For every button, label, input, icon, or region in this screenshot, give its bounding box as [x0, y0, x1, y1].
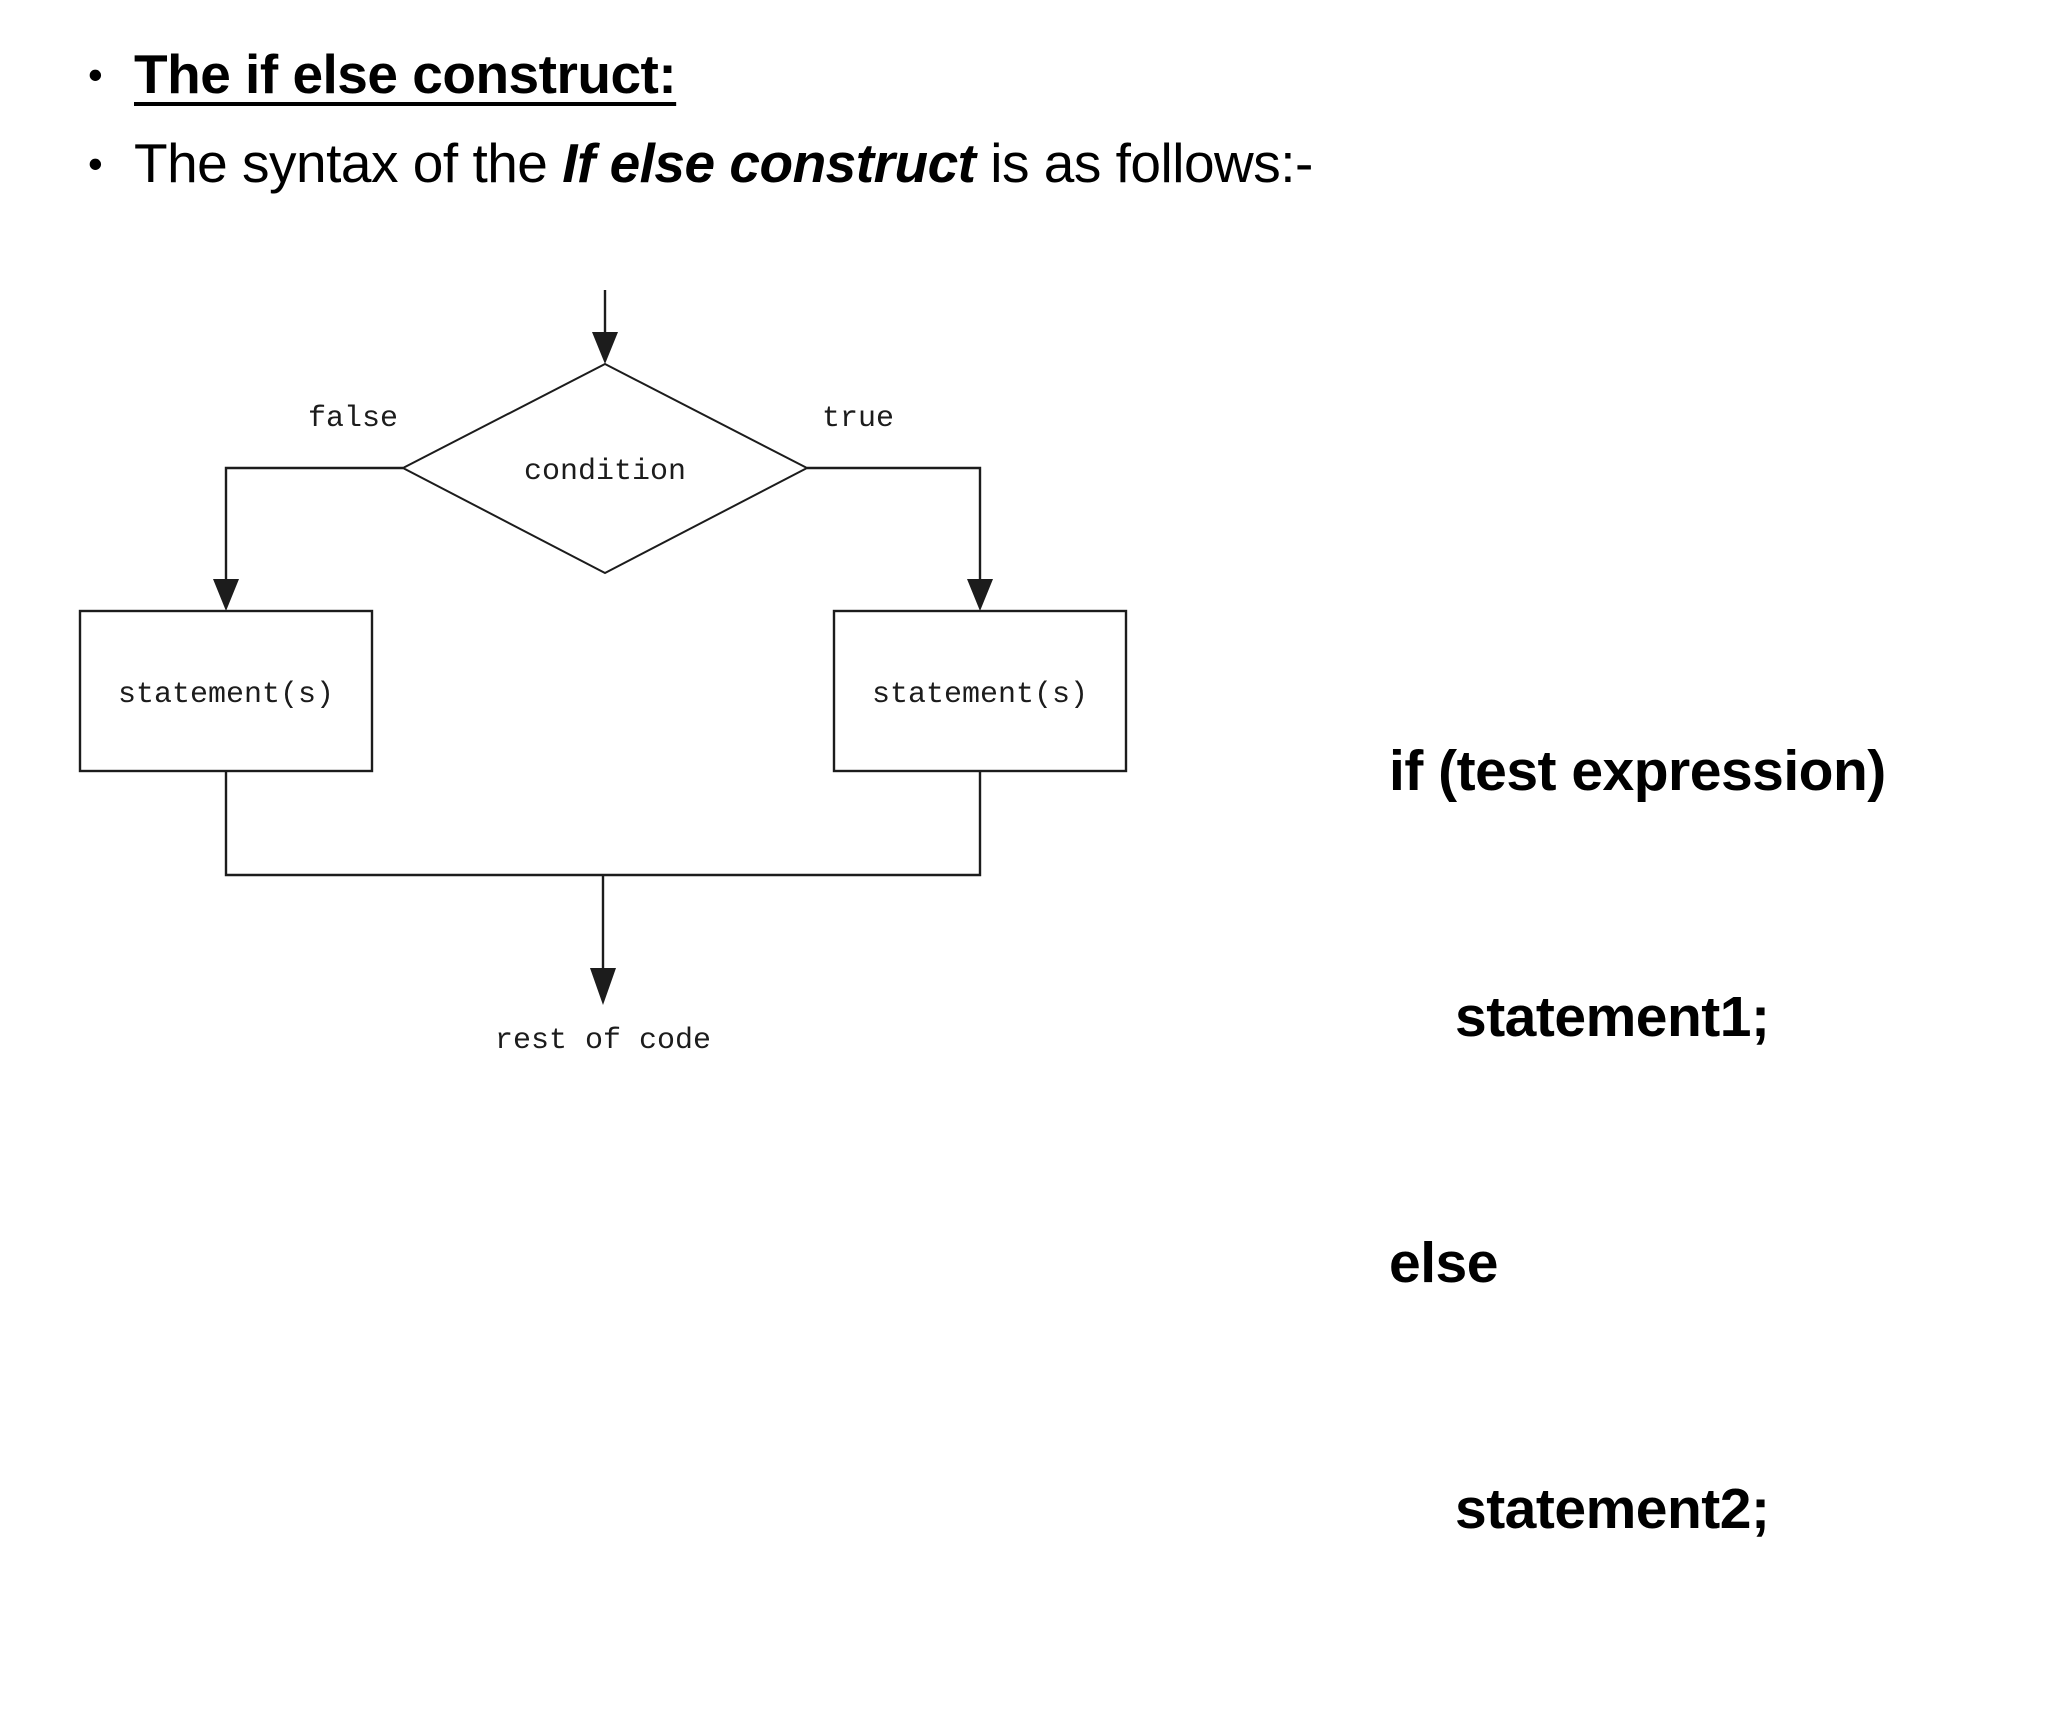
true-branch-line: [807, 466, 982, 581]
rest-of-code-label: rest of code: [495, 1024, 711, 1058]
flowchart-labels: false true condition statement(s) statem…: [118, 402, 1088, 1058]
code-line-else: else: [1389, 1231, 1498, 1295]
bullet-item-title: • The if else construct:: [88, 40, 1313, 109]
statement-label-false: statement(s): [118, 678, 334, 712]
code-line-statement2: statement2;: [1455, 1477, 1770, 1541]
merge-line: [224, 771, 982, 877]
code-line-if: if (test expression): [1389, 739, 1886, 803]
slide: • The if else construct: • The syntax of…: [78, 40, 1887, 1541]
bullet-item-syntax: • The syntax of the If else construct is…: [88, 129, 1313, 198]
condition-diamond: [400, 362, 810, 575]
true-arrowhead-icon: [967, 579, 993, 611]
syntax-sentence: The syntax of the If else construct is a…: [134, 129, 1313, 198]
bullet-marker: •: [88, 51, 103, 98]
code-snippet: if (test expression) statement1; else st…: [1389, 566, 1886, 1714]
syntax-emphasis: If else construct: [562, 132, 976, 194]
entry-arrowhead-icon: [592, 332, 618, 364]
false-label: false: [308, 402, 398, 436]
false-branch-line: [224, 466, 403, 581]
flowchart-lines: [78, 290, 1128, 970]
exit-arrowhead-icon: [590, 968, 616, 1005]
true-label: true: [822, 402, 894, 436]
slide-title: The if else construct:: [134, 43, 677, 105]
bullet-list: • The if else construct: • The syntax of…: [88, 40, 1313, 218]
if-else-flowchart: false true condition statement(s) statem…: [78, 290, 1128, 1058]
syntax-prefix: The syntax of the: [134, 132, 563, 194]
bullet-marker: •: [88, 140, 103, 187]
flowchart-arrowheads: [213, 332, 993, 1005]
false-arrowhead-icon: [213, 579, 239, 611]
statement-label-true: statement(s): [872, 678, 1088, 712]
syntax-suffix: is as follows:-: [975, 132, 1313, 194]
condition-label: condition: [524, 455, 686, 489]
code-line-statement1: statement1;: [1455, 985, 1770, 1049]
